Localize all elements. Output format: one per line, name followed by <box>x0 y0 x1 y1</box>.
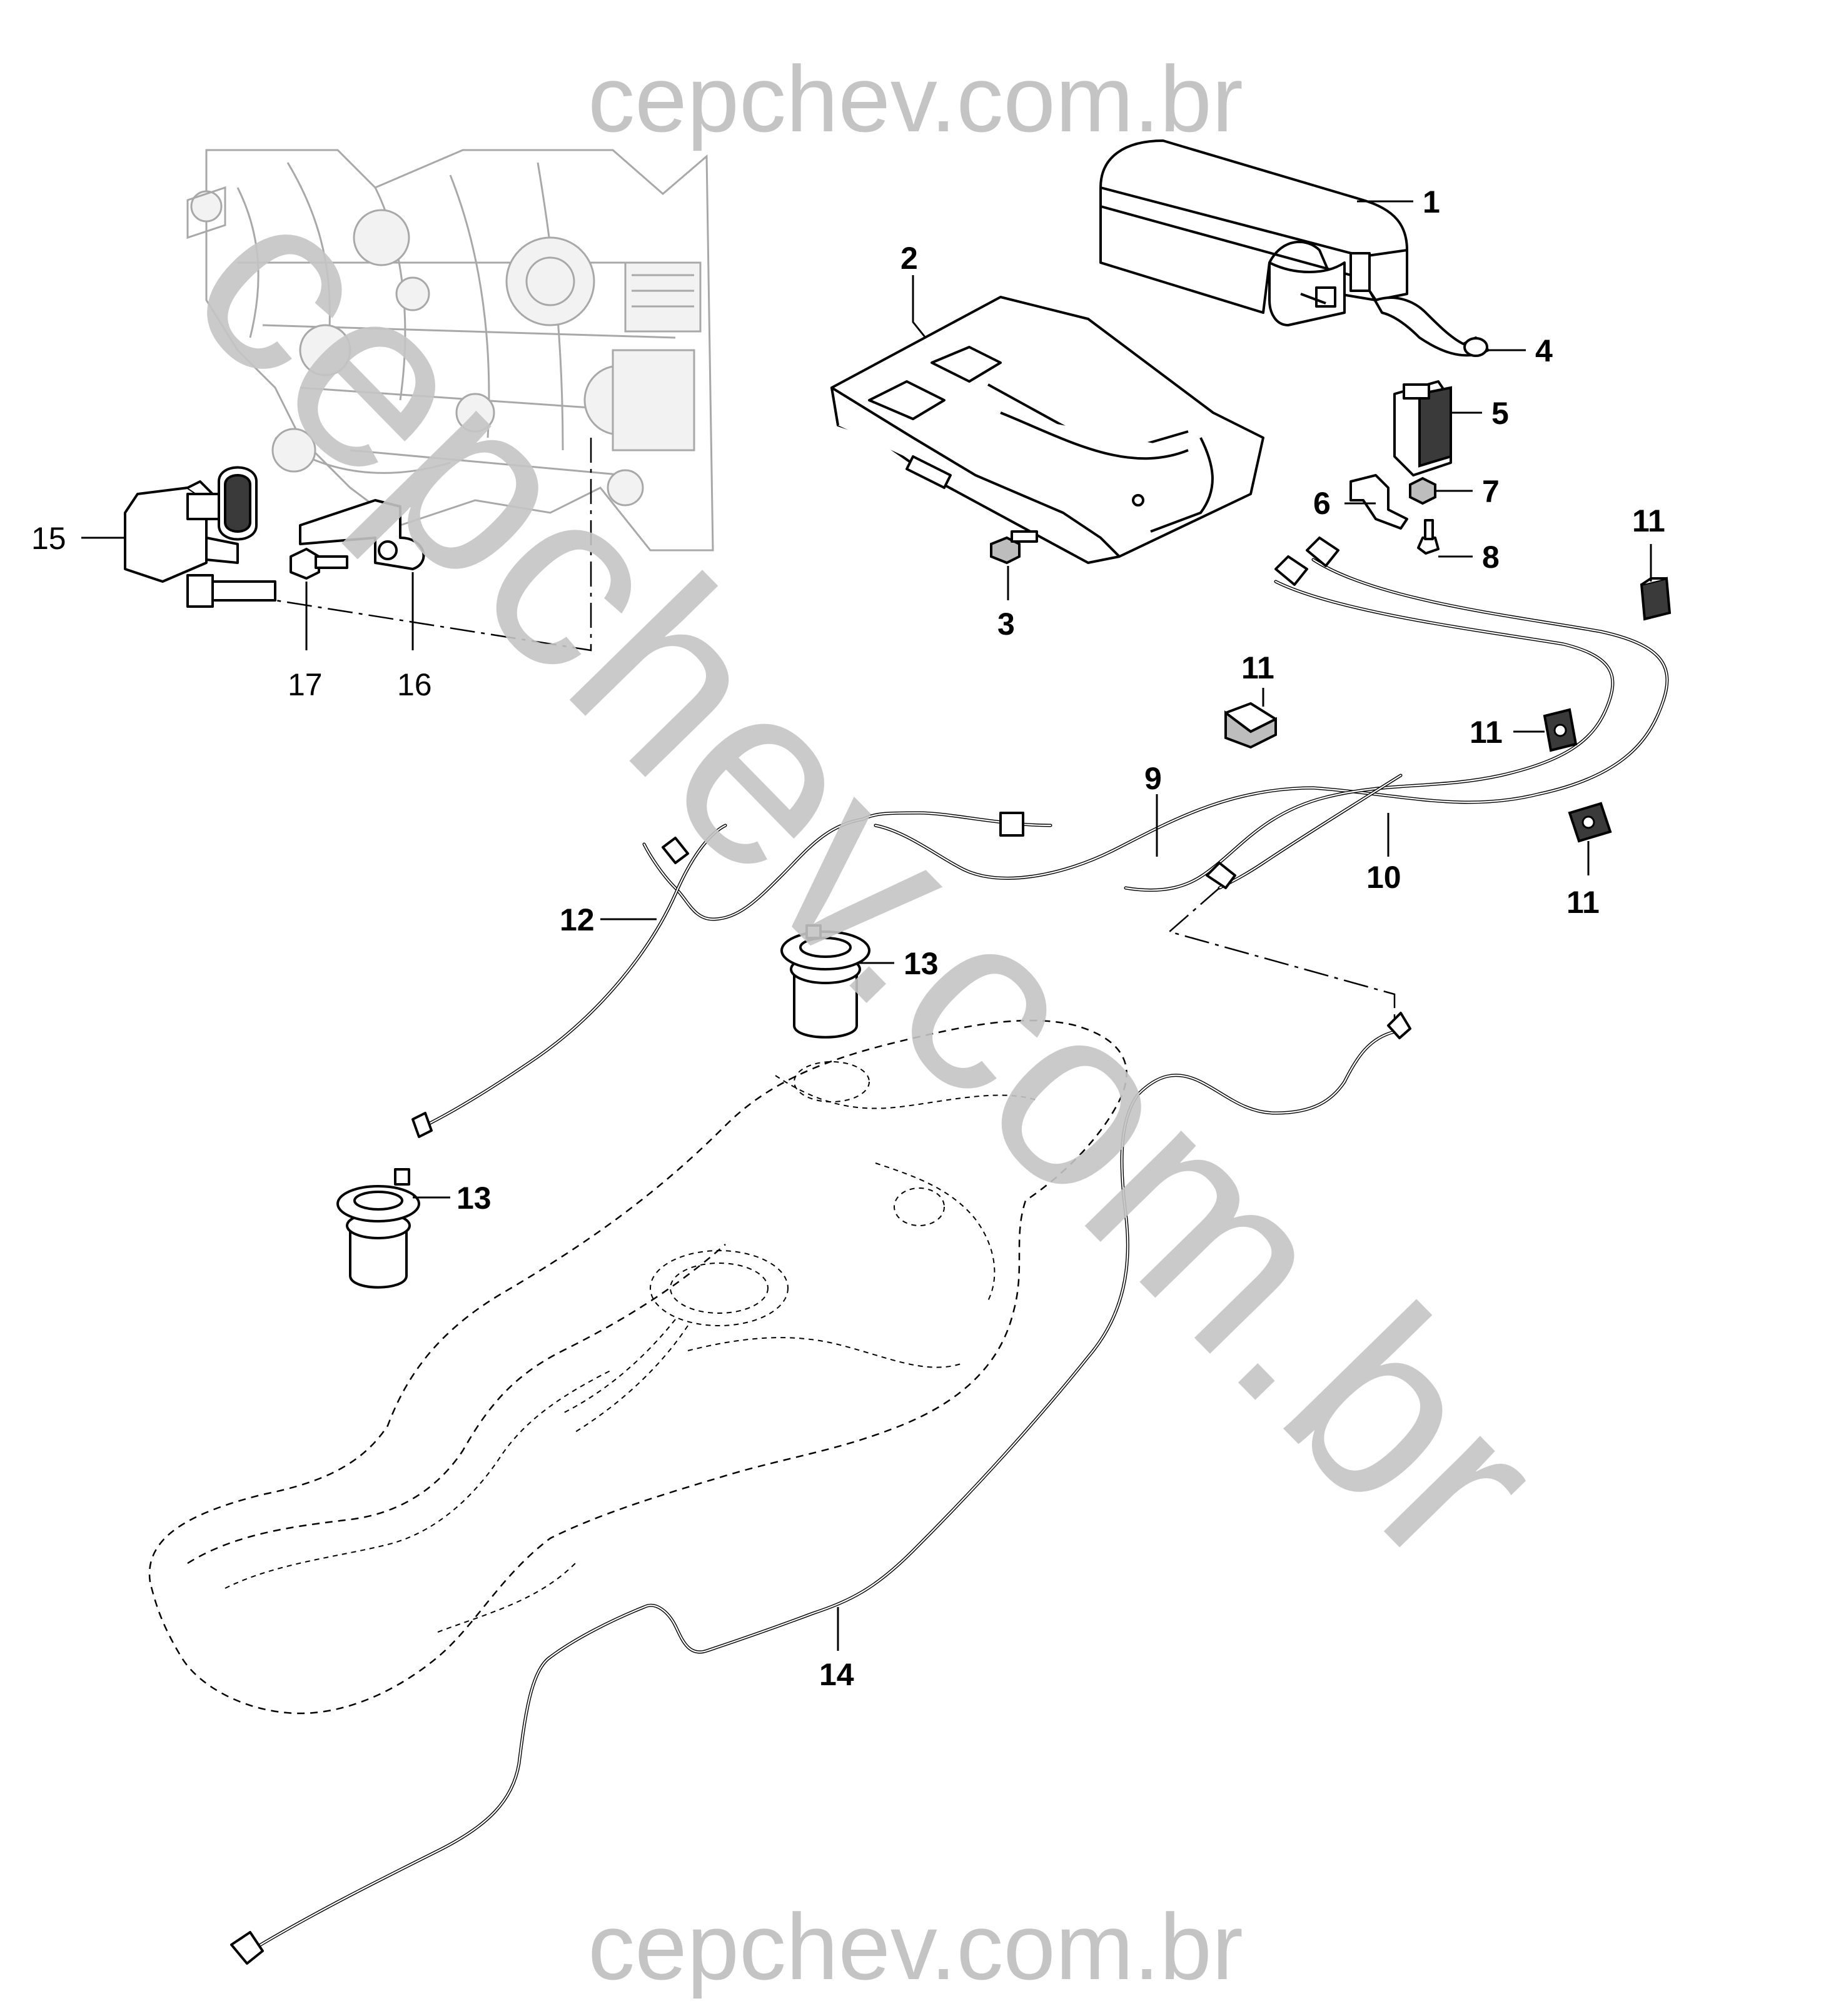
callout-11c: 11 <box>1470 715 1503 750</box>
line-connectors <box>230 537 1411 1965</box>
reference-chain-lines <box>275 438 1396 1032</box>
callout-11a: 11 <box>1632 503 1665 538</box>
callout-1: 1 <box>1423 184 1440 219</box>
fuel-lines <box>248 558 1669 1953</box>
part-13-filter-lower <box>336 1168 420 1289</box>
callout-12: 12 <box>560 902 595 937</box>
callout-8: 8 <box>1482 540 1500 575</box>
callout-4: 4 <box>1535 333 1553 368</box>
callout-11d: 11 <box>1566 885 1600 920</box>
part-16-bracket <box>299 499 425 570</box>
part-4-hose <box>1368 290 1490 357</box>
watermarks: cepchev.com.br cepchev.com.br cepchev.co… <box>138 46 1597 1999</box>
callout-7: 7 <box>1482 474 1500 509</box>
callout-16: 16 <box>397 667 432 702</box>
callout-labels: 1 2 3 4 5 6 7 8 9 10 11 11 11 11 12 13 1… <box>31 184 1665 1692</box>
engine-ghost-illustration <box>186 149 714 552</box>
part-17-bolt <box>290 548 348 580</box>
part-11-clip-c <box>1543 708 1578 752</box>
part-3-bolt <box>990 530 1038 565</box>
part-15-purge-solenoid <box>124 466 276 608</box>
callout-5: 5 <box>1491 396 1509 431</box>
callout-17: 17 <box>288 667 323 702</box>
part-5-valve <box>1393 380 1452 476</box>
callout-15: 15 <box>31 521 66 556</box>
callout-14: 14 <box>819 1657 854 1692</box>
part-11-clip-d <box>1568 802 1612 843</box>
watermark-top: cepchev.com.br <box>588 46 1243 151</box>
callout-2: 2 <box>900 241 918 276</box>
part-6-clip <box>1349 474 1408 530</box>
callout-9: 9 <box>1144 761 1162 796</box>
callout-13a: 13 <box>904 946 939 981</box>
part-11-clip-a <box>1640 577 1672 621</box>
part-1-evap-canister <box>1099 139 1408 326</box>
leader-lines <box>81 200 1652 1651</box>
watermark-bottom: cepchev.com.br <box>588 1894 1243 1999</box>
part-11-clip-b <box>1224 702 1277 749</box>
callout-6: 6 <box>1313 486 1331 521</box>
callout-11b: 11 <box>1241 650 1274 685</box>
fuel-pump-module <box>650 1250 789 1326</box>
callout-3: 3 <box>997 607 1015 642</box>
part-13-filter-upper <box>780 924 870 1039</box>
part-8-stud <box>1417 519 1440 555</box>
part-7-nut <box>1409 476 1436 505</box>
part-2-canister-bracket <box>830 296 1264 564</box>
vapor-line-lower <box>1124 580 1615 892</box>
fuel-tank-dashed <box>148 1019 1127 1715</box>
callout-13b: 13 <box>456 1181 492 1216</box>
callout-10: 10 <box>1366 860 1401 895</box>
